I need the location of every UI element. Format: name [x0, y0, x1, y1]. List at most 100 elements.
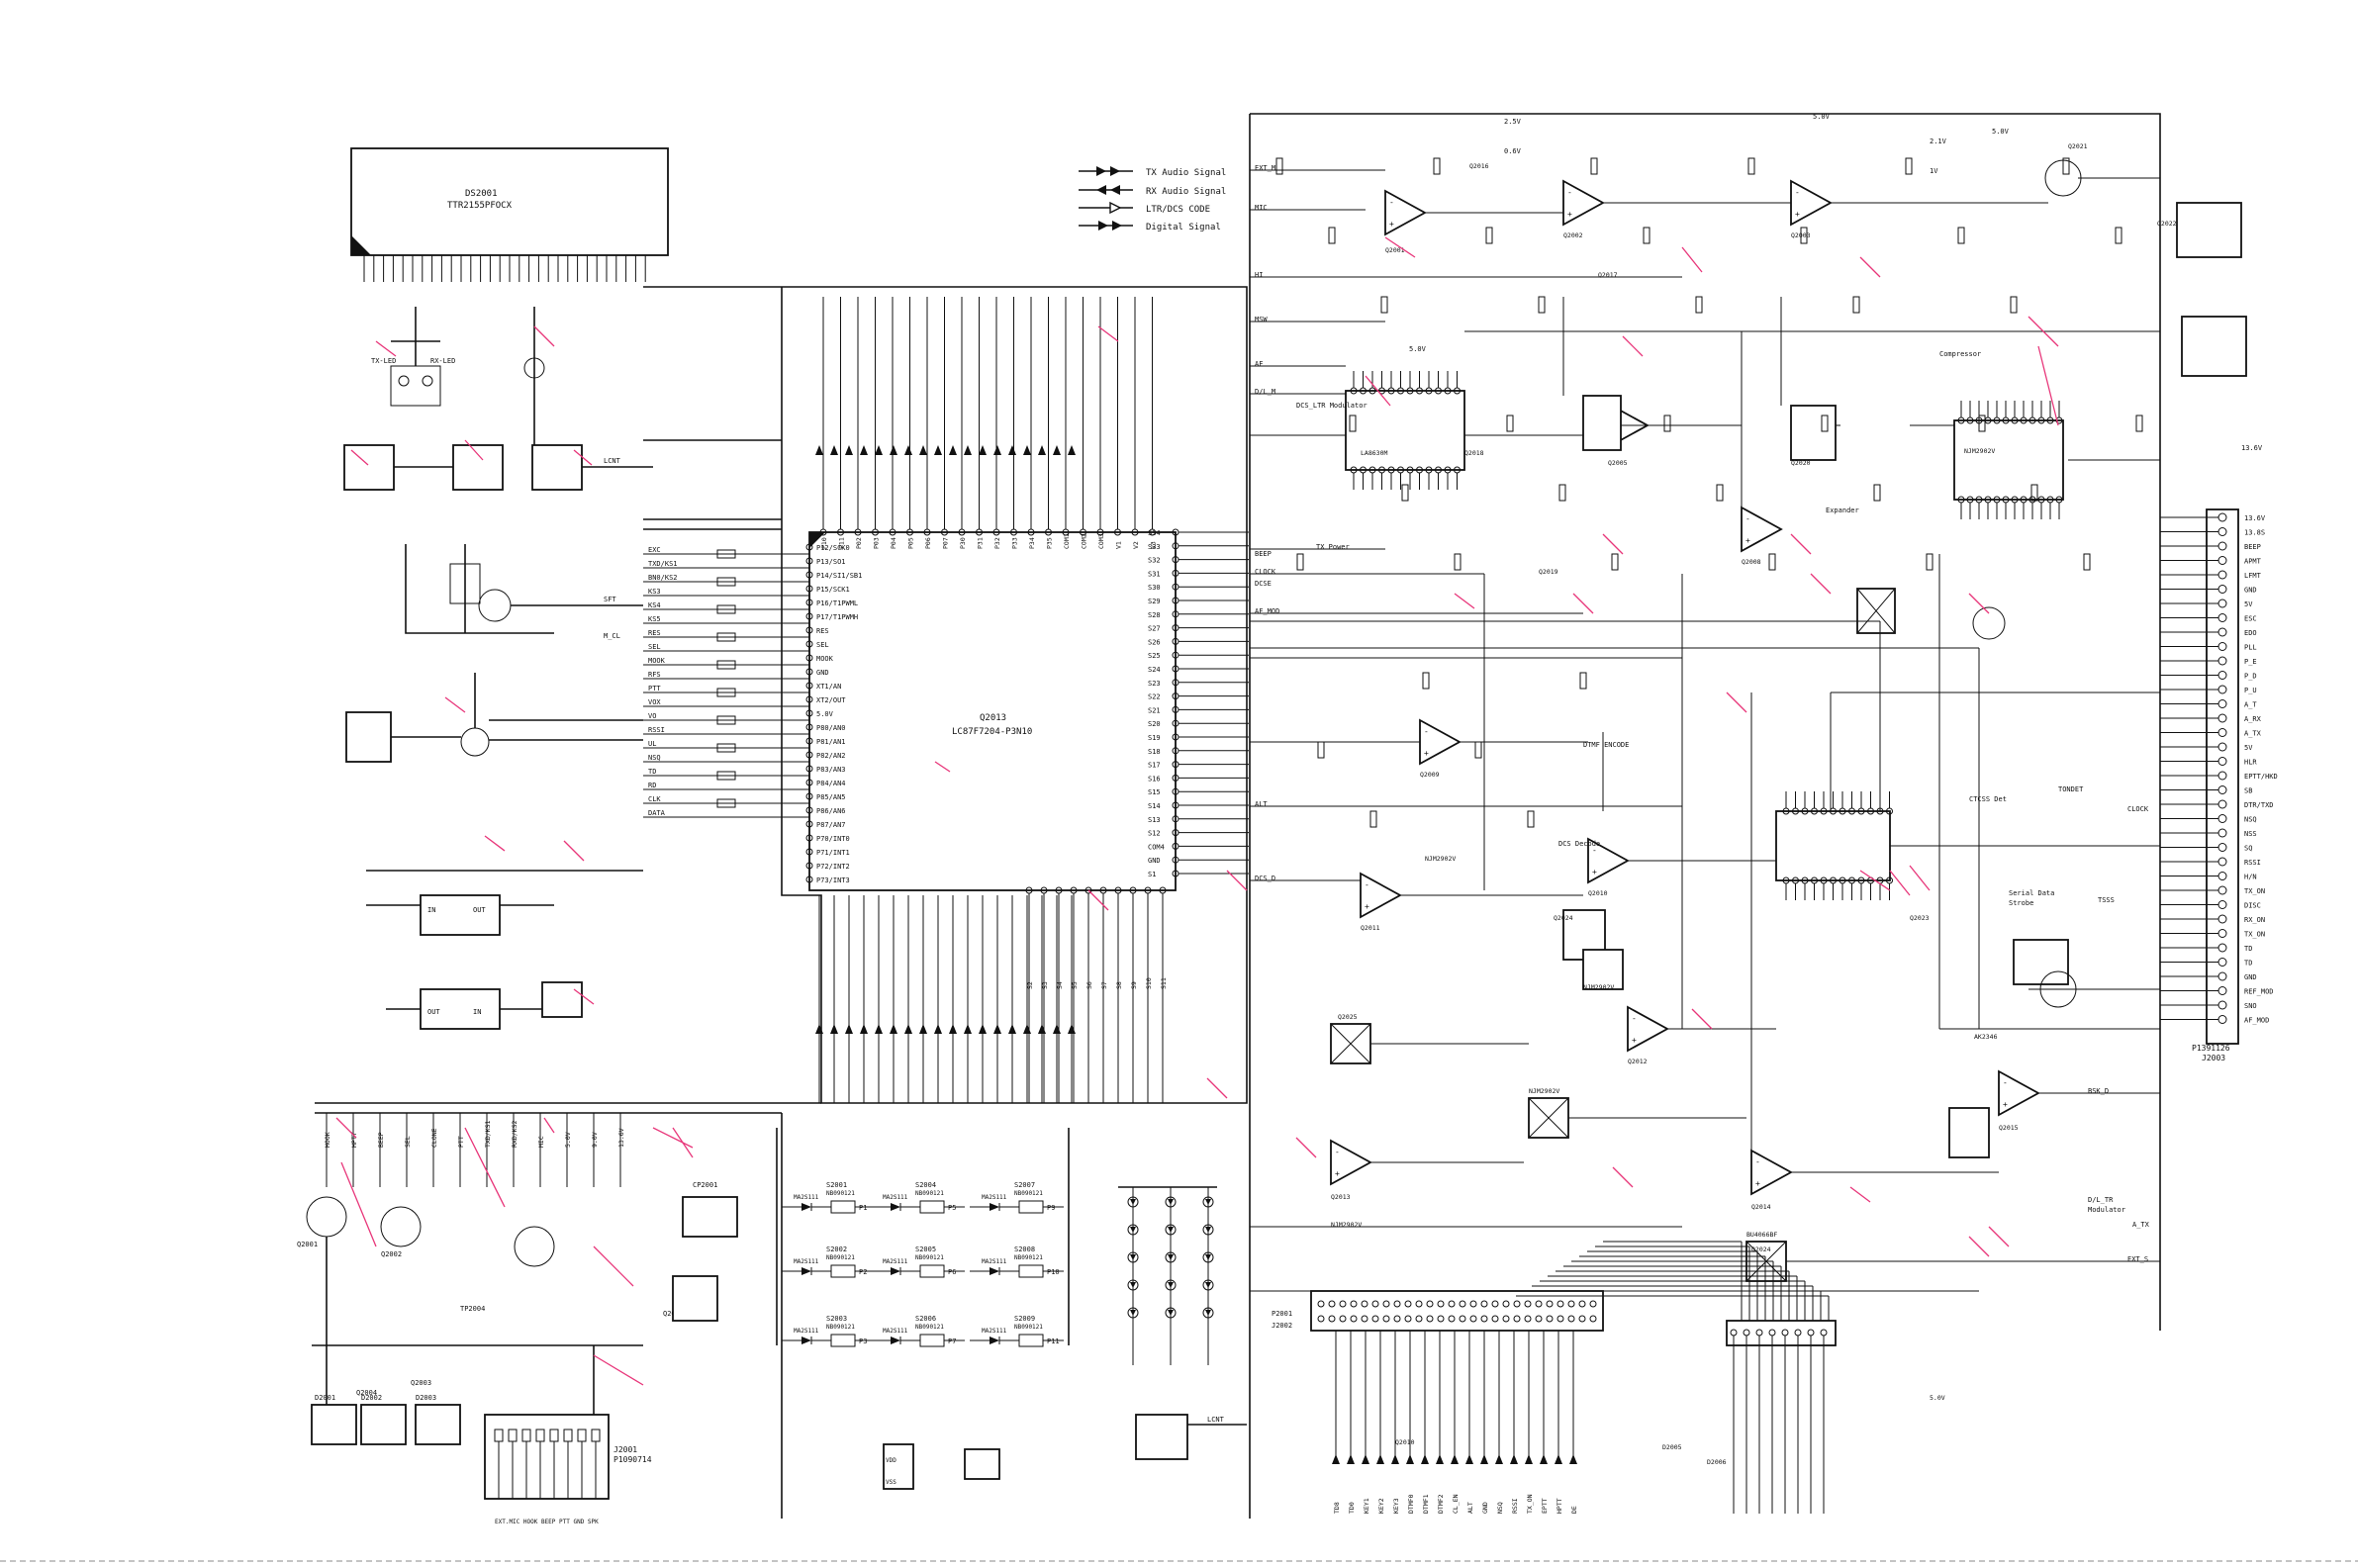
connector-pin-label: P_D — [2244, 673, 2257, 681]
signal-label: UL — [648, 740, 656, 748]
cpu-ref: Q2013 — [980, 713, 1006, 723]
cpu-pin-label: S32 — [1148, 557, 1161, 565]
lcd-part: TTR2155PFOCX — [447, 201, 513, 211]
opamp-minus: - — [1795, 188, 1800, 197]
cpu-pin-label: S30 — [1148, 584, 1161, 592]
analog-part-ref: Q2012 — [1628, 1058, 1648, 1065]
opamp-plus: + — [1567, 210, 1572, 219]
svg-text:OUT: OUT — [427, 1008, 440, 1016]
bl-part-ref: TP2004 — [460, 1305, 485, 1313]
bl-signal-label: 9.0V — [591, 1132, 599, 1148]
connector-pin-label: RSSI — [2244, 859, 2261, 867]
cpu-pin-label: P80/AN0 — [816, 724, 846, 732]
cpu-pin-label: V1 — [1115, 541, 1123, 549]
cpu-pin-label: RES — [816, 627, 829, 635]
bl-part-ref: D2003 — [416, 1394, 436, 1402]
connector-pin-label: P_U — [2244, 687, 2257, 694]
br-signal-label: DE — [1570, 1506, 1578, 1514]
ic-ak2346 — [1775, 810, 1891, 881]
cpu-pin-label: S16 — [1148, 775, 1161, 783]
keypad-key-label: P7 — [948, 1337, 956, 1345]
keypad-key-label: P6 — [948, 1268, 956, 1276]
br-signal-label: KEY2 — [1377, 1498, 1385, 1514]
connector-pin-label: P_E — [2244, 658, 2257, 666]
cpu-pin-label: P83/AN3 — [816, 766, 846, 774]
connector-pin-label: SB — [2244, 787, 2252, 795]
connector-pin-label: PLL — [2244, 644, 2257, 652]
analog-part-ref: Q2019 — [1539, 568, 1558, 576]
legend-label: LTR/DCS CODE — [1146, 205, 1210, 215]
analog-part-ref: NJM2902V — [1425, 855, 1456, 863]
cpu-pin-label: V2 — [1132, 541, 1140, 549]
cpu-pin-label: S12 — [1148, 830, 1161, 838]
bl-signal-label: PTT — [457, 1136, 465, 1148]
keypad-switch-ref: S2004 — [915, 1181, 936, 1189]
analog-part-ref: Q2017 — [1598, 271, 1618, 279]
analog-part-ref: Q2013 — [1331, 1193, 1351, 1201]
keypad-switch-part: NB090121 — [915, 1324, 944, 1331]
svg-text:VSS: VSS — [886, 1479, 896, 1486]
left-signal-lines: EXCTXD/KS1BN0/KS2KS3KS4KS5RESSELMOOKRFSP… — [643, 439, 809, 818]
cpu-pin-label: GND — [816, 669, 829, 677]
misc-label: D2006 — [1707, 1458, 1727, 1466]
opamp-plus: + — [1745, 536, 1750, 545]
analog-signal-label: CTCSS Det — [1969, 795, 2007, 803]
cpu-pin-label: V3 — [1150, 541, 1158, 549]
cpu-pin-label: COM2 — [1081, 533, 1088, 549]
annotation-marks — [335, 236, 2059, 1386]
opamp-plus: + — [1795, 210, 1800, 219]
rx-led-label: RX-LED — [430, 357, 455, 365]
opamp-minus: - — [1592, 846, 1597, 855]
bl-footer: EXT.MIC HOOK BEEP PTT GND SPK — [495, 1519, 599, 1525]
connector-pin-label: EDO — [2244, 629, 2257, 637]
opamp-minus: - — [1335, 1148, 1340, 1156]
signal-label: NSQ — [648, 754, 661, 762]
lcnt-label: LCNT — [604, 457, 621, 465]
sft-label: SFT — [604, 596, 616, 603]
cpu-pin-label: P10 — [820, 537, 828, 549]
keypad-switch-part: NB090121 — [1014, 1324, 1043, 1331]
cpu-pin-label: S17 — [1148, 762, 1161, 770]
connector-pin-label: NSS — [2244, 830, 2257, 838]
connector-pin-label: EPTT/HKD — [2244, 773, 2278, 781]
keypad-key-label: P5 — [948, 1204, 956, 1212]
connector-pin-label: A_T — [2244, 701, 2257, 709]
cpu-pin-label: COM4 — [1148, 843, 1165, 851]
br-conn-ref: P2001 — [1272, 1310, 1292, 1318]
lcd-module: DS2001 TTR2155PFOCX — [350, 147, 669, 282]
analog-signal-label: DTMF ENCODE — [1583, 741, 1629, 749]
keypad-switch-ref: S2006 — [915, 1315, 936, 1323]
bl-signal-label: MIC — [537, 1136, 545, 1148]
connector-pin-label: 13.8S — [2244, 529, 2265, 537]
cpu-pin-label: P07 — [942, 537, 950, 549]
cpu-pin-label: P85/AN5 — [816, 793, 846, 801]
voltage-label: 1V — [1930, 167, 1938, 175]
cpu-pin-label: P70/INT0 — [816, 835, 850, 843]
keypad-switch-part: NB090121 — [826, 1190, 855, 1197]
keypad-diode-ref: MA2S111 — [982, 1258, 1007, 1265]
voltage-label: 2.5V — [1504, 118, 1522, 126]
analog-part-ref: NJM2902V — [1529, 1087, 1559, 1095]
bl-signal-label: CLONE — [430, 1128, 438, 1148]
cpu-pin-label: P12/SCK0 — [816, 544, 850, 552]
connector-pin-label: BEEP — [2244, 543, 2261, 551]
analog-part-ref: Q2021 — [2068, 142, 2088, 150]
connector-pin-label: NSQ — [2244, 816, 2257, 824]
cpu-pin-label: S24 — [1148, 666, 1161, 674]
cpu-pin-label: S15 — [1148, 788, 1161, 796]
connector-pin-label: TX_ON — [2244, 887, 2265, 895]
indicator-led-column: LCNT — [1118, 1186, 1247, 1460]
cpu-pin-label: MOOK — [816, 655, 834, 663]
cpu-pin-label: P71/INT1 — [816, 849, 850, 857]
cpu-pin-label: P31 — [977, 537, 985, 549]
keypad-switch-ref: S2002 — [826, 1245, 847, 1253]
misc-label: Q2010 — [1395, 1438, 1415, 1446]
opamp-plus: + — [1592, 868, 1597, 876]
keypad-switch-part: NB090121 — [915, 1254, 944, 1261]
analog-part-ref: Q2011 — [1361, 924, 1380, 932]
bl-part-ref: CP2001 — [693, 1181, 717, 1189]
legend-digital: Digital Signal — [1079, 221, 1221, 232]
